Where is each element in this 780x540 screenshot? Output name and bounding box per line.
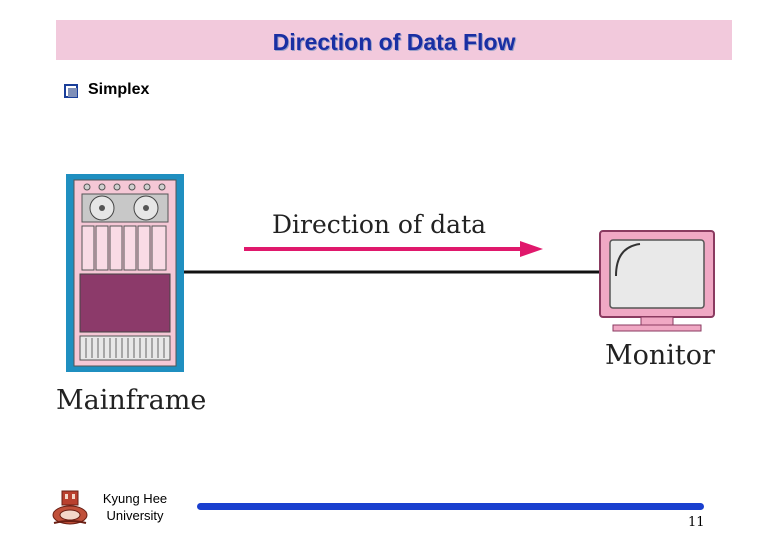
- mainframe-icon: [66, 174, 184, 372]
- university-seal-icon: [52, 490, 88, 525]
- page-number: 11: [688, 515, 705, 530]
- slide-title: Direction of Data Flow: [272, 29, 516, 55]
- mainframe-label: Mainframe: [56, 385, 207, 416]
- bullet-simplex: Simplex: [88, 81, 150, 98]
- footer-divider: [197, 503, 704, 510]
- hollow-square-bullet-icon: [64, 84, 78, 98]
- university-line-2: University: [106, 508, 164, 523]
- direction-arrow: [244, 241, 543, 257]
- arrow-label: Direction of data: [272, 210, 487, 239]
- monitor-icon: [599, 230, 715, 332]
- monitor-label: Monitor: [605, 340, 715, 371]
- university-line-1: Kyung Hee: [102, 491, 168, 506]
- university-name: Kyung Hee University: [94, 490, 176, 524]
- title-bar: Direction of Data Flow: [56, 20, 732, 60]
